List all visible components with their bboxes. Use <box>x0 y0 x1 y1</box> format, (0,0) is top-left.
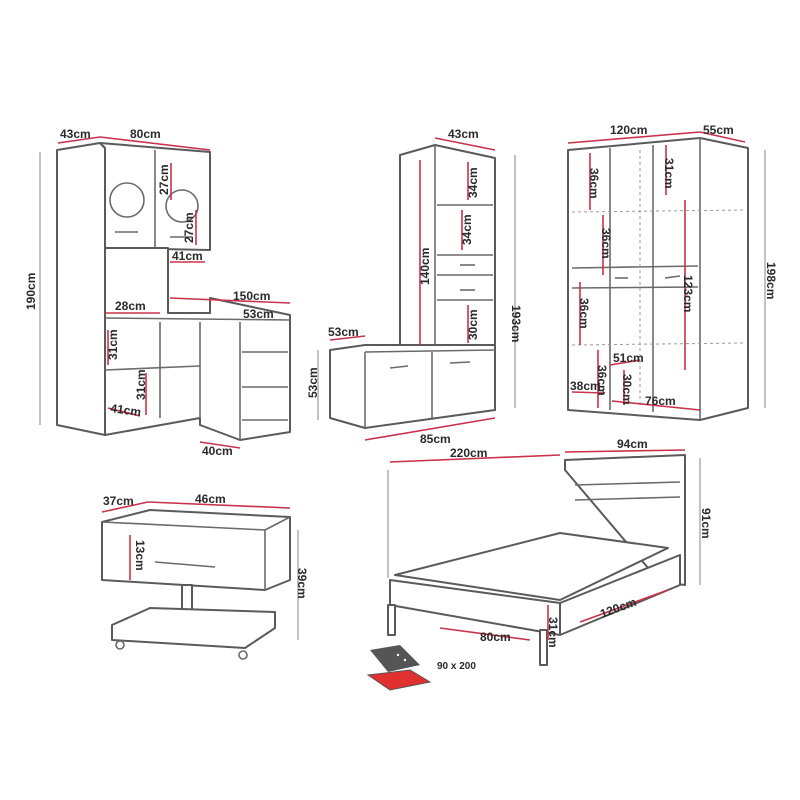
bench-shelf1-label: 34cm <box>466 167 480 198</box>
bed-drawer-depth-label: 80cm <box>480 630 511 644</box>
wardrobe-hanging-label: 123cm <box>681 275 695 312</box>
nightstand: 37cm 46cm 13cm 39cm <box>101 492 309 660</box>
wardrobe-depth-label: 55cm <box>703 123 734 137</box>
nightstand-depth-label: 37cm <box>103 494 134 508</box>
mattress-size-label: 90 x 200 <box>437 661 476 672</box>
desk-shelf-depth-label: 28cm <box>115 299 146 313</box>
desk-total-width-label: 150cm <box>233 289 270 303</box>
wardrobe-height-label: 198cm <box>764 262 778 299</box>
desk-door-upper-label: 27cm <box>157 164 171 195</box>
wardrobe-width-label: 120cm <box>610 123 647 137</box>
desk-width-label: 80cm <box>130 127 161 141</box>
wardrobe-right-top-label: 31cm <box>662 158 676 189</box>
desk-niche-label: 41cm <box>172 249 203 263</box>
desk-depth2-label: 53cm <box>243 307 274 321</box>
desk-shelf-h1-label: 31cm <box>106 329 120 360</box>
bench-depth-label: 43cm <box>448 127 479 141</box>
wardrobe-left-top-label: 36cm <box>587 168 601 199</box>
wardrobe-left-low-label: 36cm <box>577 298 591 329</box>
nightstand-width-label: 46cm <box>195 492 226 506</box>
nightstand-drawer-label: 13cm <box>133 540 147 571</box>
wardrobe-inner-w-label: 51cm <box>613 351 644 365</box>
nightstand-height-label: 39cm <box>295 568 309 599</box>
desk-unit: 43cm 80cm 27cm 27cm 190cm 41cm 150cm 28c… <box>24 127 291 458</box>
bench-width-label: 85cm <box>420 432 451 446</box>
desk-height-label: 190cm <box>24 273 38 310</box>
wardrobe-bottom-w-label: 38cm <box>570 379 601 393</box>
bed-width-label: 94cm <box>617 437 648 451</box>
wardrobe-bottom-h-label: 30cm <box>620 374 634 405</box>
bench-bench-height-label: 53cm <box>306 367 320 398</box>
desk-door-lower-label: 27cm <box>182 212 196 243</box>
shoe-bench-unit: 43cm 34cm 34cm 140cm 193cm 30cm 53cm 53c… <box>306 127 523 446</box>
wardrobe-bottom-left-label: 36cm <box>595 365 609 396</box>
bench-bench-depth-label: 53cm <box>328 325 359 339</box>
bench-height-label: 193cm <box>509 305 523 342</box>
bed-height-label: 91cm <box>699 508 713 539</box>
bench-column-height-label: 140cm <box>418 248 432 285</box>
wardrobe: 120cm 55cm 36cm 31cm 36cm 123cm 36cm 51c… <box>567 123 778 421</box>
desk-side-width-label: 40cm <box>202 444 233 458</box>
wardrobe-bottom-wide-label: 76cm <box>645 394 676 408</box>
bed: 220cm 94cm 91cm 120cm 31cm 80cm 90 x 200 <box>366 437 713 691</box>
wardrobe-left-mid-label: 36cm <box>599 228 613 259</box>
desk-depth-label: 43cm <box>60 127 91 141</box>
bed-length-label: 220cm <box>450 446 487 460</box>
bed-clearance-label: 31cm <box>546 617 560 648</box>
desk-shelf-w-label: 41cm <box>110 401 142 419</box>
bench-shelf3-label: 30cm <box>466 309 480 340</box>
desk-shelf-h2-label: 31cm <box>134 369 148 400</box>
bench-shelf2-label: 34cm <box>460 214 474 245</box>
mattress-size-icon <box>366 645 432 691</box>
